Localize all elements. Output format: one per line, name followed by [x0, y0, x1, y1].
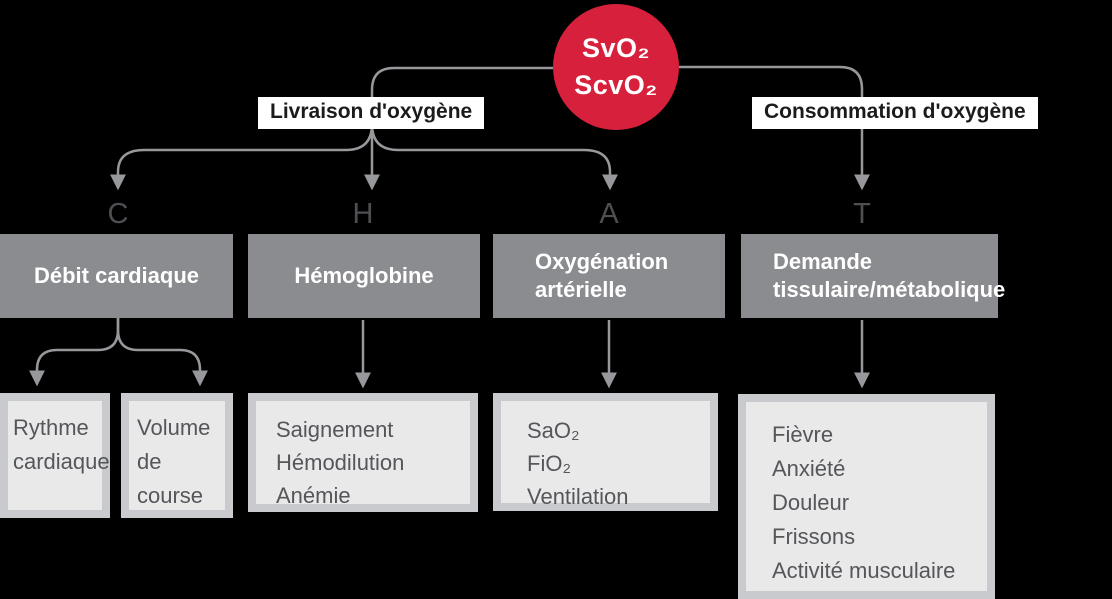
root-label-line1: SvO₂ — [581, 33, 651, 63]
header-box-tissue-demand: Demande tissulaire/métabolique — [741, 234, 1006, 318]
header-box-arterial-oxygenation: Oxygénation artérielle — [493, 234, 725, 318]
panel-oxygenation-factors: SaO₂ FiO₂ Ventilation — [493, 393, 718, 511]
connector-root-to-consumption — [679, 65, 871, 191]
panel-item: Rythme cardiaque — [13, 415, 110, 474]
panel-hemoglobin-causes: Saignement Hémodilution Anémie — [248, 393, 478, 512]
header-label-arterial-oxygenation: Oxygénation artérielle — [535, 249, 669, 302]
header-label-cardiac-output: Débit cardiaque — [33, 263, 200, 288]
column-letter-t: T — [853, 198, 871, 230]
connector-delivery-split-to-a — [370, 123, 619, 191]
connector-cardiac-split-left — [28, 318, 120, 387]
branch-label-oxygen-consumption: Consommation d'oxygène — [752, 97, 1038, 129]
panel-item: Fièvre — [772, 422, 834, 447]
panel-stroke-volume: Volume de course — [121, 393, 233, 518]
panel-heart-rate: Rythme cardiaque — [0, 393, 110, 518]
panel-item: Anxiété — [772, 456, 846, 481]
connector-delivery-split-to-c — [109, 123, 374, 191]
panel-item: FiO₂ — [527, 451, 571, 476]
connector-cardiac-split-right — [116, 318, 209, 387]
panel-demand-factors: Fièvre Anxiété Douleur Frissons Activité… — [738, 394, 995, 599]
header-box-cardiac-output: Débit cardiaque — [0, 234, 233, 318]
panel-item: SaO₂ — [527, 418, 580, 443]
column-letter-a: A — [599, 198, 619, 230]
panel-item: Activité musculaire — [772, 558, 956, 583]
column-letter-h: H — [352, 198, 374, 230]
header-label-tissue-demand: Demande tissulaire/métabolique — [773, 249, 1006, 302]
root-node-svo2: SvO₂ ScvO₂ — [553, 4, 679, 130]
panel-item: Saignement — [276, 417, 394, 442]
panel-item: Ventilation — [527, 484, 629, 509]
header-label-hemoglobin: Hémoglobine — [294, 263, 434, 288]
panel-item: Volume de course — [137, 415, 211, 508]
column-letter-c: C — [107, 198, 129, 230]
panel-item: Douleur — [772, 490, 850, 515]
connector-root-to-delivery — [363, 66, 553, 191]
panel-item: Frissons — [772, 524, 856, 549]
branch-label-oxygen-delivery: Livraison d'oxygène — [258, 97, 485, 129]
panel-item: Hémodilution — [276, 450, 405, 475]
panel-item: Anémie — [276, 483, 351, 508]
header-box-hemoglobin: Hémoglobine — [248, 234, 480, 318]
root-label-line2: ScvO₂ — [574, 70, 658, 100]
